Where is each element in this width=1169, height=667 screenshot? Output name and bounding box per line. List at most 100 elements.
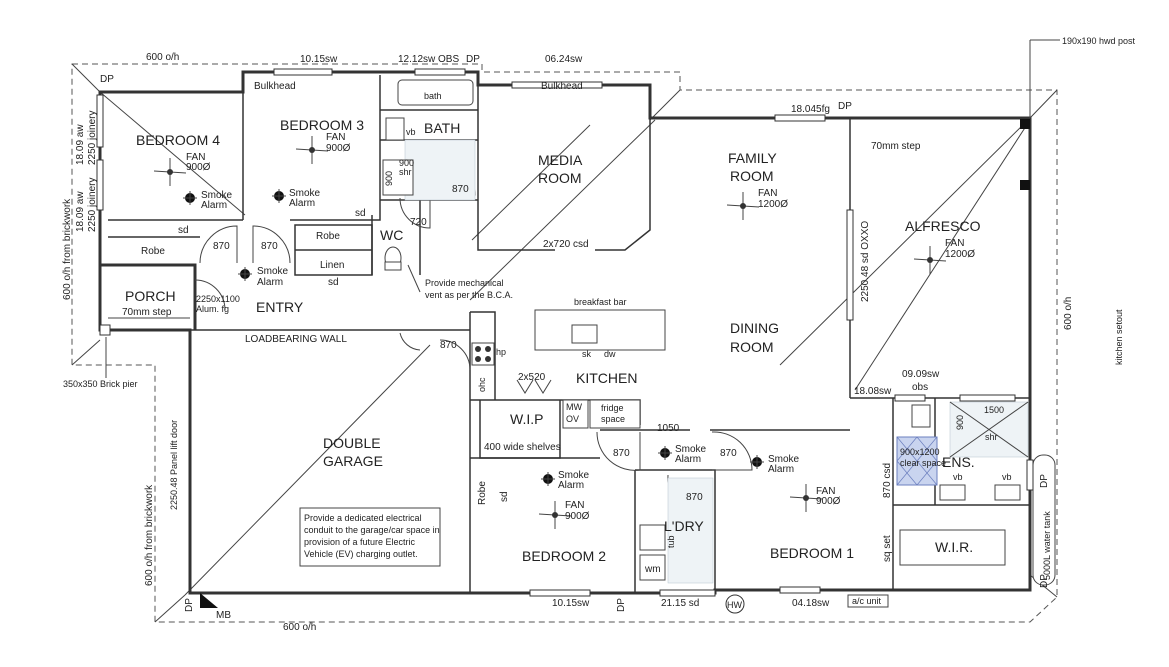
fridge-space bbox=[589, 399, 641, 429]
window-aw-2: 18.09 aw bbox=[75, 191, 86, 232]
room-label-family-2: ROOM bbox=[730, 168, 774, 184]
shower-size-label: 900 bbox=[399, 158, 414, 168]
external-walls bbox=[98, 70, 1032, 595]
entry-door-870: 870 bbox=[440, 340, 457, 351]
clear-space-label: clear space bbox=[900, 458, 946, 468]
water-tank-label: 5000L water tank bbox=[1042, 511, 1052, 580]
hotplate-label: hp bbox=[496, 347, 506, 357]
roof-outline bbox=[71, 63, 1058, 623]
ens-basin-2 bbox=[994, 484, 1021, 501]
hwd-post bbox=[1020, 119, 1030, 129]
robe-label-b4: Robe bbox=[141, 246, 165, 257]
ens-toilet bbox=[911, 404, 931, 428]
breakfast-bar bbox=[534, 309, 666, 351]
room-label-bedroom2: BEDROOM 2 bbox=[522, 548, 606, 564]
linen-label: Linen bbox=[320, 260, 344, 271]
sd-label-b2: sd bbox=[499, 491, 510, 502]
fan-icon bbox=[913, 246, 947, 274]
smoke-alarms bbox=[183, 189, 764, 486]
room-label-ens: ENS. bbox=[942, 454, 975, 470]
brickwork-label-top: 600 o/h from brickwork bbox=[62, 198, 73, 300]
fan-icon bbox=[538, 501, 572, 529]
fan-size-b4: 900Ø bbox=[186, 162, 211, 173]
robe-label-b2: Robe bbox=[477, 481, 488, 505]
ens-vb-1: vb bbox=[953, 472, 963, 482]
kitchen-sink bbox=[571, 324, 598, 344]
ens-shower-depth: 900 bbox=[955, 415, 965, 430]
alarm-label-entry: Alarm bbox=[257, 277, 283, 288]
room-label-bedroom4: BEDROOM 4 bbox=[136, 132, 220, 148]
internal-walls bbox=[108, 75, 1031, 593]
hw-label: HW bbox=[727, 600, 742, 610]
room-label-wc: WC bbox=[380, 227, 403, 243]
fan-label-family: FAN bbox=[758, 188, 777, 199]
fg-size-label: 2250x1100 bbox=[196, 294, 240, 304]
brick-pier bbox=[99, 324, 111, 336]
bath-label: bath bbox=[424, 91, 442, 101]
dim-600-top: 600 o/h bbox=[146, 52, 179, 63]
dim-1808: 18.08sw bbox=[854, 386, 892, 397]
smoke-label-b2: Smoke bbox=[558, 470, 590, 481]
dim-600-right: 600 o/h bbox=[1063, 297, 1074, 330]
breakfast-bar-label: breakfast bar bbox=[574, 297, 627, 307]
smoke-alarm-icon bbox=[183, 191, 197, 205]
sink-label: sk bbox=[582, 349, 592, 359]
fan-label-b4: FAN bbox=[186, 152, 205, 163]
kitchen-setout-label: kitchen setout bbox=[1114, 309, 1124, 365]
fan-label-b1: FAN bbox=[816, 486, 835, 497]
dp-bottom-left: DP bbox=[184, 598, 195, 612]
room-label-dining-2: ROOM bbox=[730, 339, 774, 355]
fan-icon bbox=[295, 136, 329, 164]
alarm-label-b4: Alarm bbox=[201, 200, 227, 211]
sd-label-b3: sd bbox=[355, 208, 366, 219]
bathroom-fixtures bbox=[382, 79, 1029, 584]
room-label-dining: DINING bbox=[730, 320, 779, 336]
b1-door-870: 870 bbox=[720, 448, 737, 459]
room-label-bath: BATH bbox=[424, 120, 460, 136]
smoke-label-b3: Smoke bbox=[289, 188, 321, 199]
fan-icon bbox=[789, 484, 823, 512]
brickwork-label-bottom: 600 o/h from brickwork bbox=[144, 484, 155, 586]
smoke-alarm-icon bbox=[658, 446, 672, 460]
fan-icon bbox=[726, 192, 760, 220]
b2-door-870: 870 bbox=[613, 448, 630, 459]
dp-left: DP bbox=[100, 74, 114, 85]
ev-charging-note: Provide a dedicated electrical conduit t… bbox=[304, 513, 440, 559]
panel-lift-door-label: 2250.48 Panel lift door bbox=[169, 420, 179, 510]
ev-note-line-2: conduit to the garage/car space in bbox=[304, 525, 440, 535]
fan-size-b3: 900Ø bbox=[326, 143, 351, 154]
ac-unit bbox=[847, 594, 889, 608]
room-label-wir: W.I.R. bbox=[935, 539, 973, 555]
window-joinery-2: 2250 joinery bbox=[87, 178, 98, 232]
alarm-label-b2: Alarm bbox=[558, 480, 584, 491]
dp-tank-a: DP bbox=[1039, 474, 1050, 488]
room-label-wip: W.I.P bbox=[510, 411, 543, 427]
room-label-ldry: L'DRY bbox=[664, 518, 704, 534]
sd-label-linen: sd bbox=[328, 277, 339, 288]
fan-size-alfresco: 1200Ø bbox=[945, 249, 975, 260]
bulkhead-label-b: Bulkhead bbox=[541, 81, 583, 92]
hall-width-label: 1050 bbox=[657, 423, 680, 434]
oxxo-door-label: 2250.48 sd OXXO bbox=[860, 221, 871, 302]
dim-0909: 09.09sw bbox=[902, 369, 940, 380]
ohc-label: ohc bbox=[477, 377, 487, 392]
loadbearing-wall-label: LOADBEARING WALL bbox=[245, 334, 347, 345]
tub-label: tub bbox=[666, 535, 676, 548]
dim-b1015: 10.15sw bbox=[552, 598, 590, 609]
room-label-media-2: ROOM bbox=[538, 170, 582, 186]
dim-0624: 06.24sw bbox=[545, 54, 583, 65]
dp-bottom-mid: DP bbox=[616, 598, 627, 612]
mb-label: MB bbox=[216, 610, 231, 621]
porch-step-label: 70mm step bbox=[122, 307, 172, 318]
fan-label-b3: FAN bbox=[326, 132, 345, 143]
ov-label: OV bbox=[566, 414, 579, 424]
ens-csd-label: 870 csd bbox=[882, 463, 893, 498]
windows bbox=[96, 68, 1034, 597]
fridge-label-1: fridge bbox=[601, 403, 624, 413]
ens-shower-width: 1500 bbox=[984, 405, 1004, 415]
water-tank bbox=[1032, 454, 1056, 586]
wm-label: wm bbox=[644, 564, 661, 575]
fan-size-family: 1200Ø bbox=[758, 199, 788, 210]
bath-vb-label: vb bbox=[406, 127, 416, 137]
